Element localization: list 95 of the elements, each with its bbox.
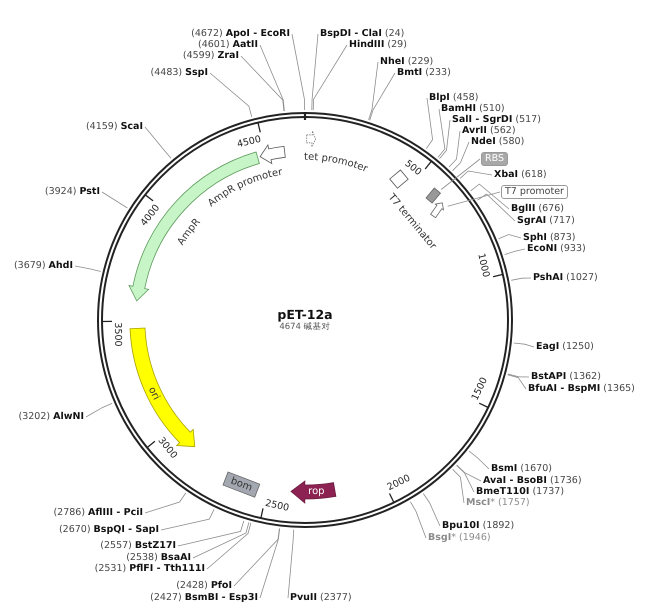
site-label: BglII (676)	[511, 203, 564, 215]
site-label: AvaI - BsoBI (1736)	[483, 475, 582, 487]
site-label: (4159) ScaI	[86, 121, 143, 133]
site-label: BmtI (233)	[397, 67, 451, 79]
site-label: (3202) AlwNI	[18, 411, 84, 423]
gene-feature: rop	[290, 480, 336, 504]
leader-line	[102, 192, 128, 208]
site-label: PshAI (1027)	[533, 272, 598, 284]
site-label: SalI - SgrDI (517)	[452, 114, 541, 126]
leader-line	[448, 130, 460, 168]
site-label: (3679) AhdI	[14, 260, 73, 272]
leader-line	[240, 56, 284, 112]
site-label: EagI (1250)	[536, 341, 594, 353]
site-label: XbaI (618)	[494, 169, 547, 181]
tick-label: 2000	[386, 472, 412, 494]
site-label: (2427) BsmBI - Esp3I	[150, 592, 258, 604]
leader-line	[312, 44, 348, 111]
site-label: BamHI (510)	[441, 103, 505, 115]
leader-line	[206, 522, 252, 570]
leader-line	[234, 528, 280, 586]
plasmid-name: pET-12a	[276, 308, 334, 322]
leader-line	[368, 62, 378, 120]
site-label: BspDI - ClaI (24)	[320, 28, 404, 40]
bom-box: bom	[222, 470, 262, 498]
leader-line	[470, 184, 510, 210]
tick-label: 1500	[470, 376, 490, 402]
leader-line	[440, 158, 480, 190]
leader-line	[74, 266, 102, 272]
site-label: NdeI (580)	[471, 136, 524, 148]
tick-label: 3500	[112, 322, 124, 347]
leader-line	[447, 192, 500, 207]
leader-line	[507, 374, 526, 390]
site-label: BsgI* (1946)	[428, 532, 491, 544]
site-label: Bpu10I (1892)	[442, 520, 514, 532]
tick-label: 500	[402, 158, 424, 178]
site-label: AvrII (562)	[462, 125, 516, 137]
leader-line	[410, 501, 426, 538]
leader-line	[369, 72, 396, 121]
site-label: NheI (229)	[380, 56, 434, 68]
leader-line	[508, 374, 530, 378]
leader-line	[210, 72, 252, 118]
leader-line	[192, 522, 250, 558]
site-label: (2670) BspQI - SapI	[58, 524, 159, 536]
leader-line	[292, 34, 305, 110]
leader-line	[468, 450, 490, 470]
leader-line	[456, 464, 482, 482]
site-label: (4601) AatII	[198, 39, 258, 51]
leader-line	[439, 120, 450, 160]
site-label: (2531) PflFI - Tth111I	[94, 563, 205, 575]
leader-line	[510, 278, 532, 281]
leader-line	[288, 529, 294, 598]
leader-line	[513, 342, 534, 348]
tick-label: 4500	[236, 134, 262, 150]
site-label: BfuAI - BspMI (1365)	[528, 383, 635, 395]
site-label: (2557) BstZ17I	[100, 540, 176, 552]
site-label: (2428) PfoI	[176, 580, 232, 592]
site-label: (4672) ApoI - EcoRI	[191, 28, 290, 40]
site-label: (4483) SspI	[150, 67, 208, 79]
site-label: SgrAI (717)	[517, 215, 575, 227]
leader-line	[504, 248, 526, 255]
leader-line	[452, 468, 464, 504]
leader-line	[438, 108, 446, 158]
site-label: (3924) PstI	[44, 186, 100, 198]
site-label: HindIII (29)	[349, 39, 407, 51]
site-label: MscI* (1757)	[466, 497, 530, 509]
leader-line	[311, 34, 318, 110]
leader-line	[452, 142, 470, 172]
site-label: SphI (873)	[523, 232, 576, 244]
tick-label: 2500	[264, 498, 290, 514]
plasmid-size: 4674 碱基对	[278, 322, 332, 333]
site-label: BstAPI (1362)	[531, 371, 601, 383]
tick-label: 1000	[475, 252, 492, 278]
leader-line	[160, 508, 214, 530]
leader-line	[477, 193, 516, 222]
leader-line	[178, 520, 244, 546]
leader-line	[456, 464, 474, 492]
leader-line	[422, 493, 440, 526]
leader-line	[460, 170, 492, 179]
site-label: BlpI (458)	[429, 92, 478, 104]
feature-label: T7 promoter	[501, 185, 568, 199]
site-label: BsmI (1670)	[491, 463, 552, 475]
site-label: (2538) BsaAI	[126, 552, 191, 564]
leader-line	[144, 492, 186, 514]
leader-line	[498, 234, 522, 240]
leader-line	[144, 126, 172, 159]
site-label: PvuII (2377)	[290, 592, 352, 604]
leader-line	[260, 44, 285, 112]
feature-label: RBS	[481, 152, 508, 166]
leader-line	[426, 98, 434, 149]
leader-line	[86, 402, 113, 418]
site-label: (2786) AflIII - PciI	[53, 507, 143, 519]
leader-line	[260, 528, 280, 598]
site-label: EcoNI (933)	[527, 243, 586, 255]
site-label: BmeT110I (1737)	[476, 486, 564, 498]
site-label: (4599) ZraI	[182, 50, 239, 62]
